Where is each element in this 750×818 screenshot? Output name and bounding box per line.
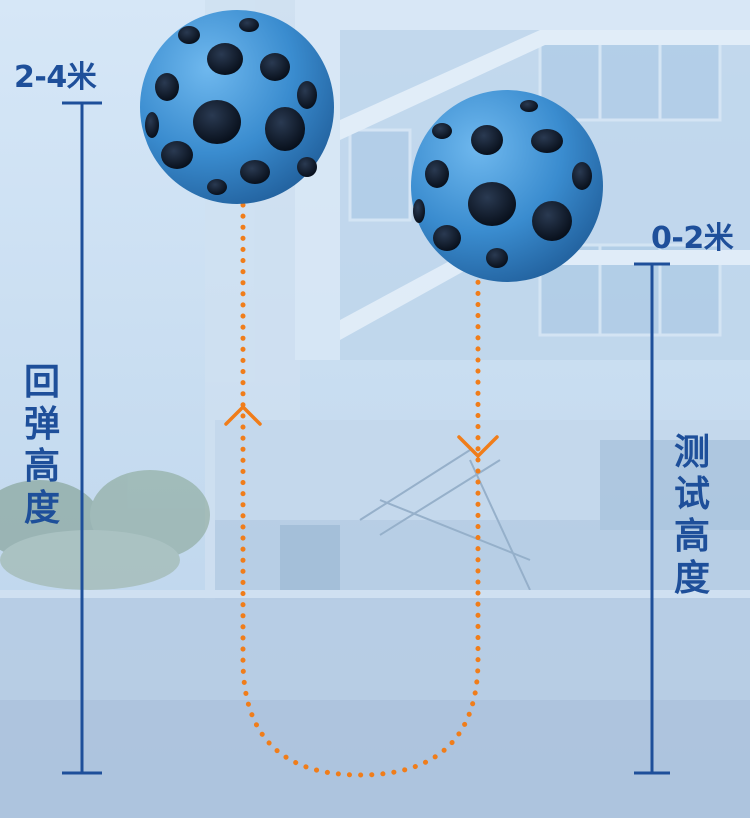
up-arrow-icon xyxy=(224,405,262,426)
right-height-label: 0-2米 xyxy=(651,221,734,256)
right-vertical-label: 测 试 高 度 xyxy=(670,432,714,600)
right-vertical-char: 高 xyxy=(673,516,710,557)
right-vertical-char: 试 xyxy=(673,474,710,515)
right-vertical-char: 度 xyxy=(673,558,710,599)
right-height-scale xyxy=(634,262,670,775)
left-vertical-label: 回 弹 高 度 xyxy=(20,362,64,530)
left-vertical-char: 度 xyxy=(23,488,60,529)
left-vertical-char: 弹 xyxy=(23,404,60,445)
trees xyxy=(0,470,210,590)
bounce-path xyxy=(240,202,481,778)
left-height-scale xyxy=(62,101,102,775)
dropped-ball xyxy=(411,90,603,282)
right-vertical-char: 测 xyxy=(673,432,710,473)
bounced-ball xyxy=(140,10,334,204)
left-vertical-char: 高 xyxy=(23,446,60,487)
left-height-label: 2-4米 xyxy=(14,60,97,95)
left-vertical-char: 回 xyxy=(23,362,60,403)
down-arrow-icon xyxy=(457,435,499,458)
